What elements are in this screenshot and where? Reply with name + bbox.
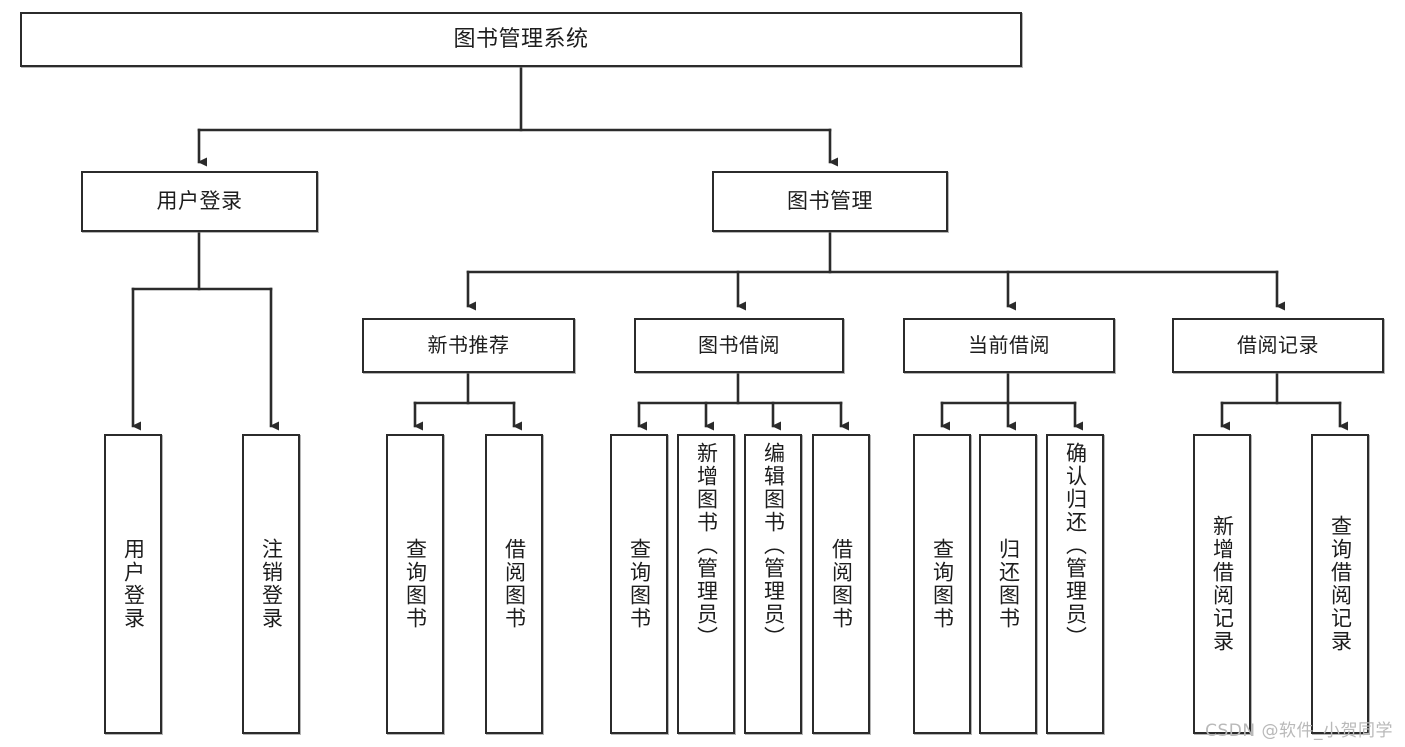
node-label: 新增图书（管理员） bbox=[694, 442, 719, 649]
node-label: 借阅图书 bbox=[829, 538, 854, 630]
node-label: 图书借阅 bbox=[698, 332, 780, 357]
node-label: 归还图书 bbox=[996, 538, 1021, 630]
leaf-query-book-3[interactable]: 查询图书 bbox=[913, 434, 971, 734]
node-label: 当前借阅 bbox=[968, 332, 1050, 357]
node-label: 新书推荐 bbox=[427, 332, 510, 357]
leaf-query-borrow-record[interactable]: 查询借阅记录 bbox=[1311, 434, 1369, 734]
node-label: 用户登录 bbox=[156, 189, 243, 214]
leaf-add-book-admin[interactable]: 新增图书（管理员） bbox=[677, 434, 735, 734]
leaf-borrow-book-2[interactable]: 借阅图书 bbox=[812, 434, 870, 734]
node-label: 注销登录 bbox=[259, 538, 284, 630]
leaf-logout-login[interactable]: 注销登录 bbox=[242, 434, 300, 734]
node-label: 查询图书 bbox=[627, 538, 652, 630]
leaf-edit-book-admin[interactable]: 编辑图书（管理员） bbox=[744, 434, 802, 734]
leaf-borrow-book-1[interactable]: 借阅图书 bbox=[485, 434, 543, 734]
node-label: 查询图书 bbox=[930, 538, 955, 630]
node-user-login[interactable]: 用户登录 bbox=[81, 171, 318, 232]
node-label: 确认归还（管理员） bbox=[1063, 442, 1088, 649]
node-book-borrow[interactable]: 图书借阅 bbox=[634, 318, 844, 373]
leaf-query-book-2[interactable]: 查询图书 bbox=[610, 434, 668, 734]
node-root-book-management-system[interactable]: 图书管理系统 bbox=[20, 12, 1022, 67]
node-label: 新增借阅记录 bbox=[1210, 515, 1235, 653]
node-current-borrow[interactable]: 当前借阅 bbox=[903, 318, 1115, 373]
node-label: 借阅记录 bbox=[1237, 332, 1319, 357]
node-label: 编辑图书（管理员） bbox=[761, 442, 786, 649]
leaf-user-login[interactable]: 用户登录 bbox=[104, 434, 162, 734]
leaf-query-book-1[interactable]: 查询图书 bbox=[386, 434, 444, 734]
node-label: 图书管理系统 bbox=[453, 26, 589, 52]
edges-group bbox=[131, 65, 1348, 431]
leaf-return-book[interactable]: 归还图书 bbox=[979, 434, 1037, 734]
leaf-add-borrow-record[interactable]: 新增借阅记录 bbox=[1193, 434, 1251, 734]
node-label: 查询图书 bbox=[403, 538, 428, 630]
node-label: 借阅图书 bbox=[502, 538, 527, 630]
node-borrow-record[interactable]: 借阅记录 bbox=[1172, 318, 1384, 373]
leaf-confirm-return-admin[interactable]: 确认归还（管理员） bbox=[1046, 434, 1104, 734]
node-label: 图书管理 bbox=[787, 189, 873, 214]
node-label: 用户登录 bbox=[121, 538, 146, 630]
node-label: 查询借阅记录 bbox=[1328, 515, 1353, 653]
node-book-management[interactable]: 图书管理 bbox=[712, 171, 948, 232]
node-new-book-recommend[interactable]: 新书推荐 bbox=[362, 318, 575, 373]
